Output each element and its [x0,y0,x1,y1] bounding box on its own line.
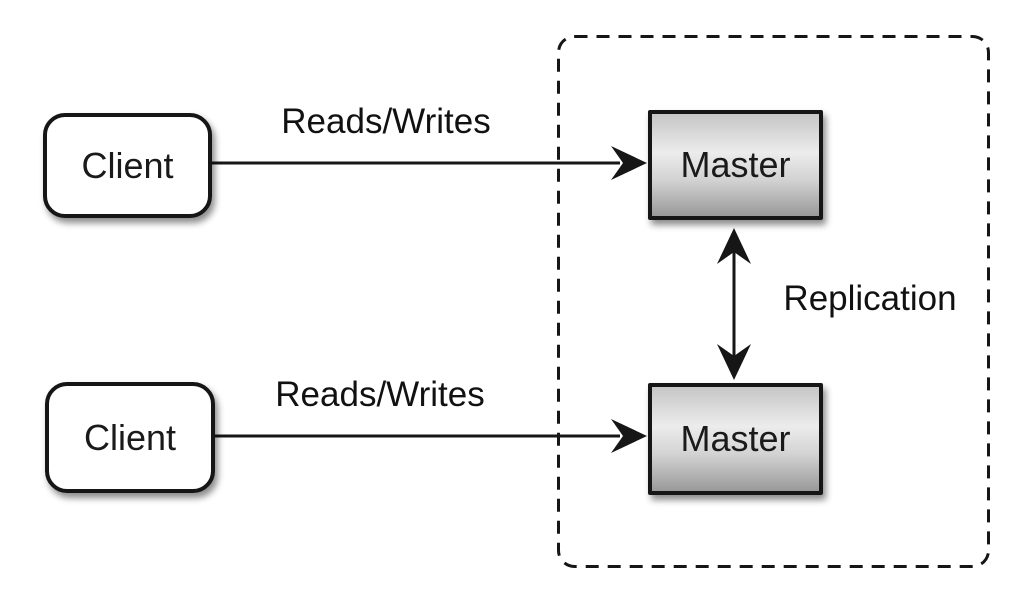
arrowhead-up-icon [717,228,751,264]
replication-label: Replication [783,279,957,318]
client-bottom-node: Client [45,382,215,493]
arrowhead-down-icon [717,344,751,380]
reads-writes-arrow-top [212,146,647,180]
reads-writes-arrow-bottom [215,419,647,453]
reads-writes-label-top: Reads/Writes [281,102,491,141]
master-bottom-node: Master [648,383,823,495]
master-bottom-label: Master [680,418,791,459]
reads-writes-label-bottom: Reads/Writes [275,375,485,414]
client-top-label: Client [81,144,174,186]
client-top-node: Client [43,113,212,218]
replication-arrow [717,228,751,380]
arrowhead-right-icon [611,146,647,180]
master-top-label: Master [680,144,791,185]
arrowhead-right-icon [611,419,647,453]
client-bottom-label: Client [83,416,177,458]
replication-group-boundary [557,35,990,568]
master-top-node: Master [648,110,823,220]
